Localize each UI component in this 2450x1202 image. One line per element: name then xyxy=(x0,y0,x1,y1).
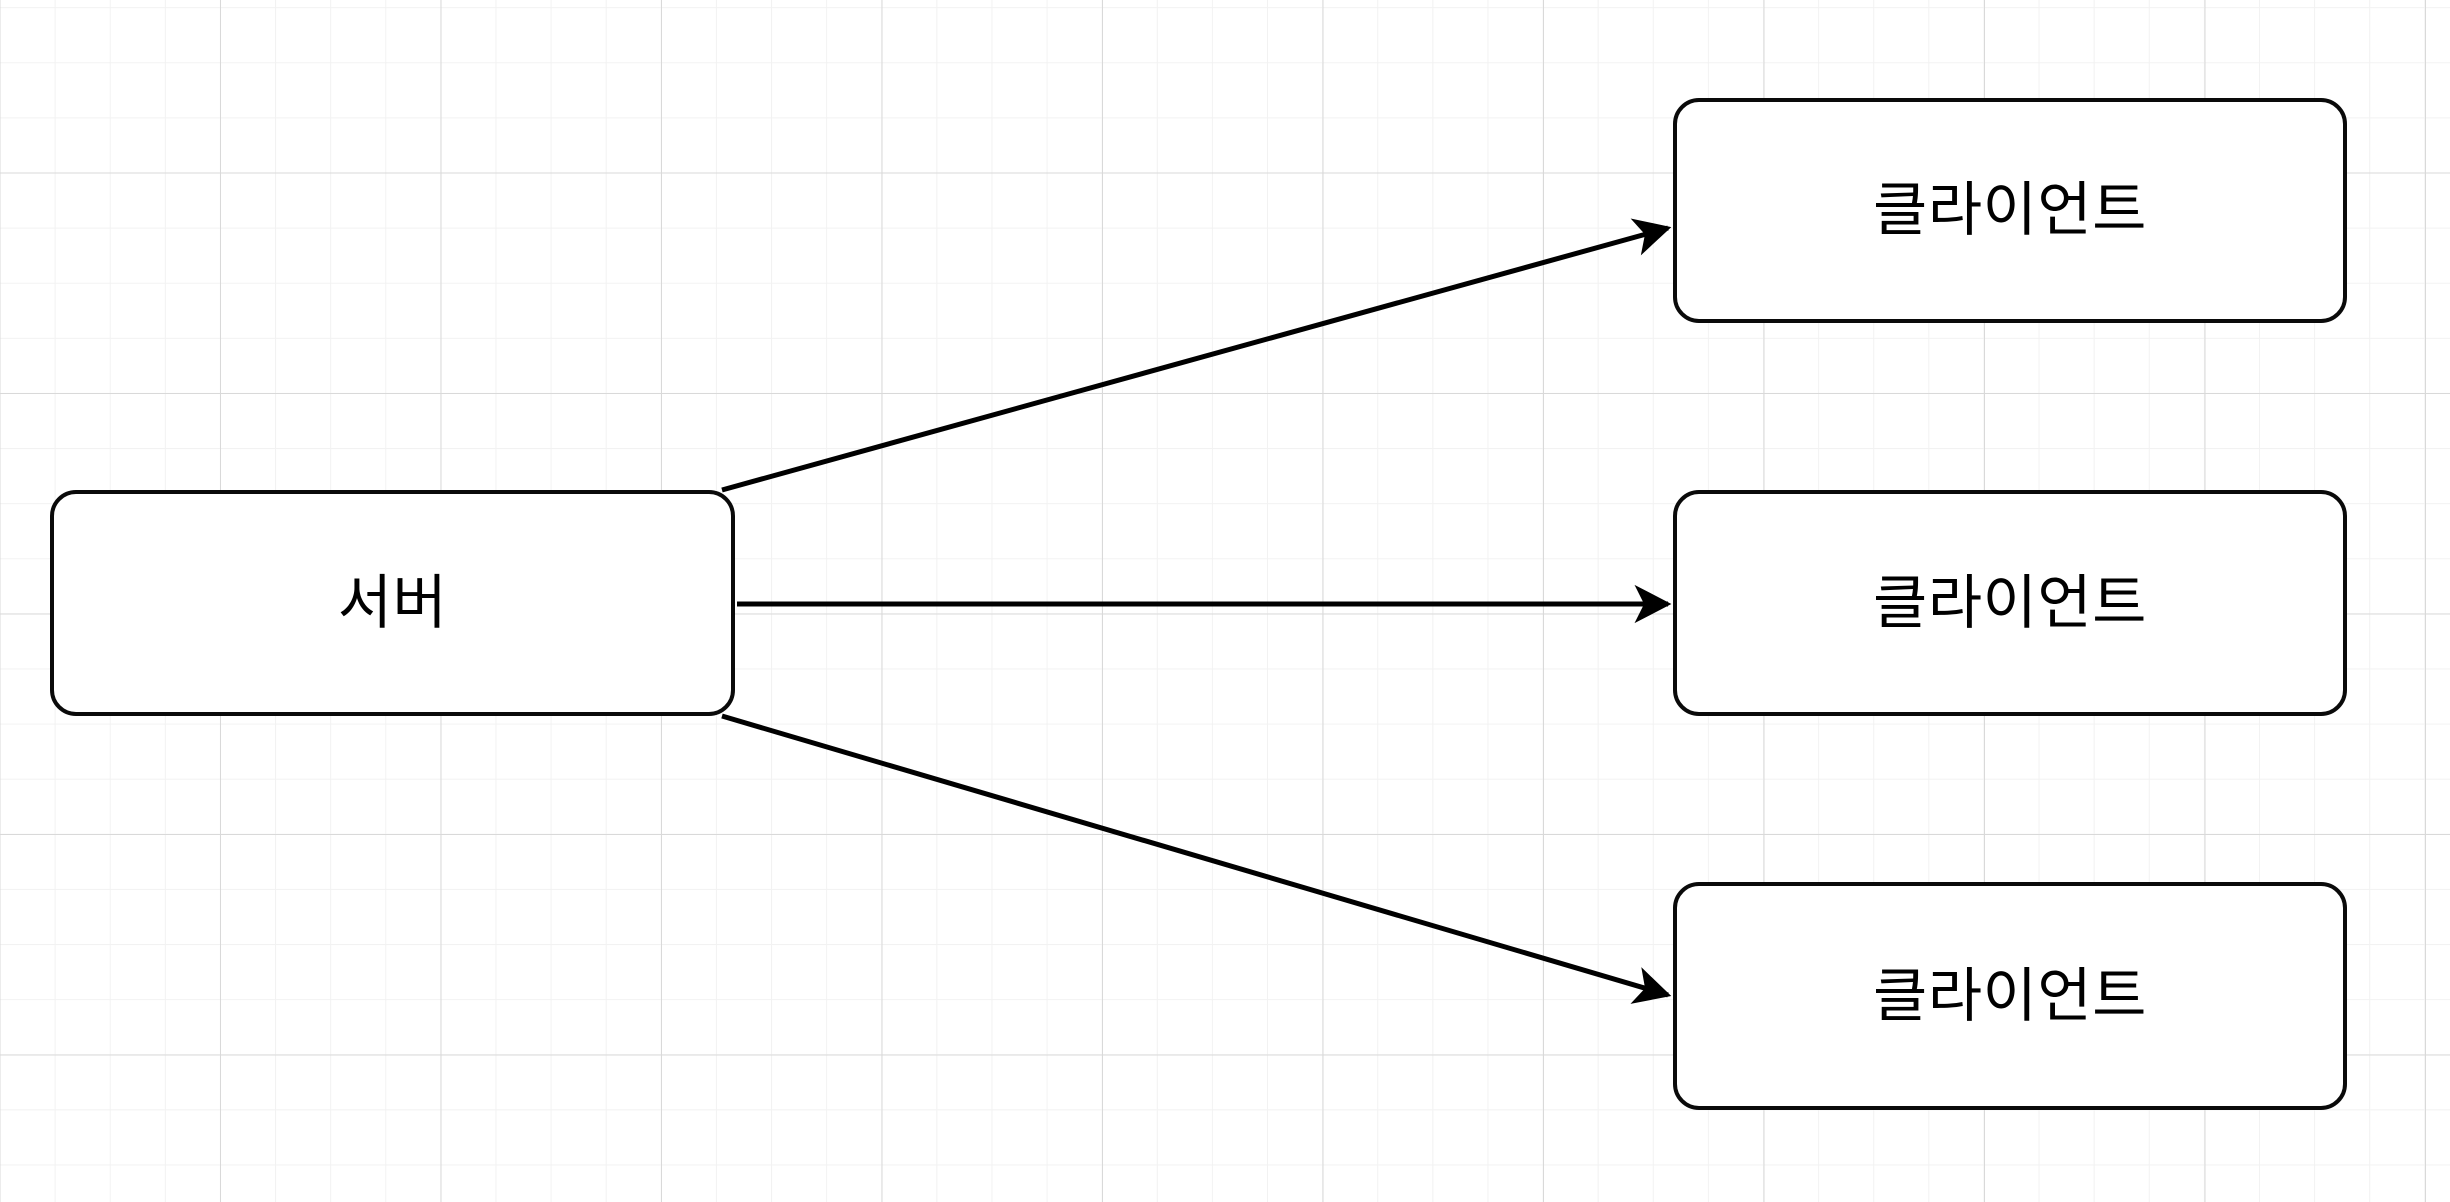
node-server[interactable]: 서버 xyxy=(50,490,735,716)
node-client-3-label: 클라이언트 xyxy=(1873,960,2147,1030)
node-client-1[interactable]: 클라이언트 xyxy=(1673,98,2347,323)
node-client-2[interactable]: 클라이언트 xyxy=(1673,490,2347,716)
edge-server-to-client-3[interactable] xyxy=(721,713,1672,1004)
node-client-3[interactable]: 클라이언트 xyxy=(1673,882,2347,1110)
node-server-label: 서버 xyxy=(337,567,448,637)
node-client-2-label: 클라이언트 xyxy=(1873,567,2147,637)
node-client-1-label: 클라이언트 xyxy=(1873,175,2147,245)
edge-server-to-client-1[interactable] xyxy=(721,218,1672,493)
